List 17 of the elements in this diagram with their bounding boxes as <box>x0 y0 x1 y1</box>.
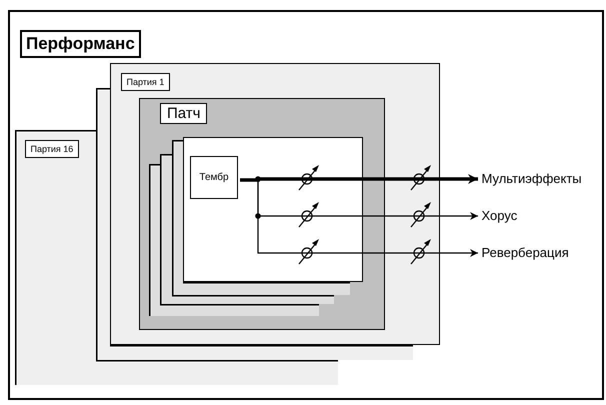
part-panel <box>110 62 440 344</box>
tone-card <box>172 140 350 294</box>
part-label: Партия 16 <box>24 140 80 158</box>
output-label: Хорус <box>482 208 518 224</box>
part-label: Партия 1 <box>120 72 170 90</box>
section-heading: Перформанс <box>20 30 141 58</box>
arrow <box>240 174 478 184</box>
patch-panel <box>139 98 385 330</box>
part-panel <box>96 88 412 360</box>
tone-card <box>148 164 318 316</box>
patch-heading: Патч <box>160 103 208 124</box>
performance-frame <box>8 10 604 400</box>
output-label: Реверберация <box>482 244 569 260</box>
tone-card <box>182 136 362 282</box>
tone-box: Тембр <box>190 156 238 199</box>
output-label: Мультиэффекты <box>482 170 582 186</box>
part-panel <box>14 130 338 384</box>
